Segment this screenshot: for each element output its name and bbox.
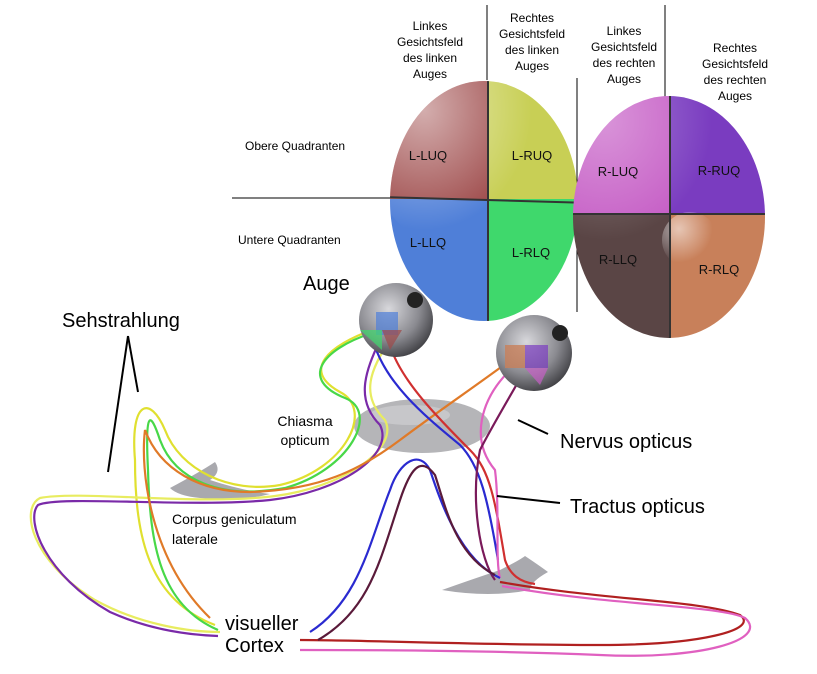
label-l-llq: L-LLQ <box>410 235 446 250</box>
label-cgl-line1: Corpus geniculatum <box>172 511 297 527</box>
svg-text:Auges: Auges <box>413 67 447 81</box>
svg-text:Rechtes: Rechtes <box>713 41 757 55</box>
label-r-ruq: R-RUQ <box>698 163 741 178</box>
label-sehstrahlung: Sehstrahlung <box>62 310 180 332</box>
right-eye-visual-field <box>573 96 765 338</box>
heading-left-eye-right-field: Rechtes Gesichtsfeld des linken Auges <box>499 11 565 73</box>
optic-fibre-paths <box>29 328 752 657</box>
label-chiasma-line2: opticum <box>280 432 329 448</box>
heading-right-eye-right-field: Rechtes Gesichtsfeld des rechten Auges <box>702 41 768 103</box>
svg-text:des rechten: des rechten <box>704 73 767 87</box>
annotation-pointer-lines <box>107 335 561 504</box>
label-chiasma-line1: Chiasma <box>277 413 332 429</box>
label-nervus-opticus: Nervus opticus <box>560 431 692 453</box>
label-lower-quadrants: Untere Quadranten <box>238 233 341 247</box>
label-r-luq: R-LUQ <box>598 164 638 179</box>
svg-text:des linken: des linken <box>505 43 559 57</box>
heading-right-eye-left-field: Linkes Gesichtsfeld des rechten Auges <box>591 24 657 86</box>
lgn-left-shape <box>170 462 270 500</box>
svg-text:Linkes: Linkes <box>607 24 642 38</box>
heading-left-eye-left-field: Linkes Gesichtsfeld des linken Auges <box>397 19 463 81</box>
label-cgl-line2: laterale <box>172 531 218 547</box>
chiasma-shape <box>354 399 490 453</box>
label-tractus-opticus: Tractus opticus <box>570 496 705 518</box>
label-cortex-line1: visueller <box>225 613 299 635</box>
svg-text:Linkes: Linkes <box>413 19 448 33</box>
label-l-ruq: L-RUQ <box>512 148 552 163</box>
label-l-luq: L-LUQ <box>409 148 447 163</box>
label-r-rlq: R-RLQ <box>699 262 739 277</box>
svg-text:Gesichtsfeld: Gesichtsfeld <box>591 40 657 54</box>
label-l-rlq: L-RLQ <box>512 245 550 260</box>
label-cortex-line2: Cortex <box>225 635 284 657</box>
label-upper-quadrants: Obere Quadranten <box>245 139 345 153</box>
label-auge: Auge <box>303 273 350 295</box>
svg-text:Gesichtsfeld: Gesichtsfeld <box>702 57 768 71</box>
right-eyeball <box>496 315 572 391</box>
label-r-llq: R-LLQ <box>599 252 637 267</box>
svg-text:Auges: Auges <box>607 72 641 86</box>
left-eyeball <box>359 283 433 357</box>
svg-text:Rechtes: Rechtes <box>510 11 554 25</box>
svg-text:Gesichtsfeld: Gesichtsfeld <box>499 27 565 41</box>
svg-text:Auges: Auges <box>515 59 549 73</box>
svg-text:Auges: Auges <box>718 89 752 103</box>
svg-text:des linken: des linken <box>403 51 457 65</box>
svg-text:des rechten: des rechten <box>593 56 656 70</box>
svg-text:Gesichtsfeld: Gesichtsfeld <box>397 35 463 49</box>
